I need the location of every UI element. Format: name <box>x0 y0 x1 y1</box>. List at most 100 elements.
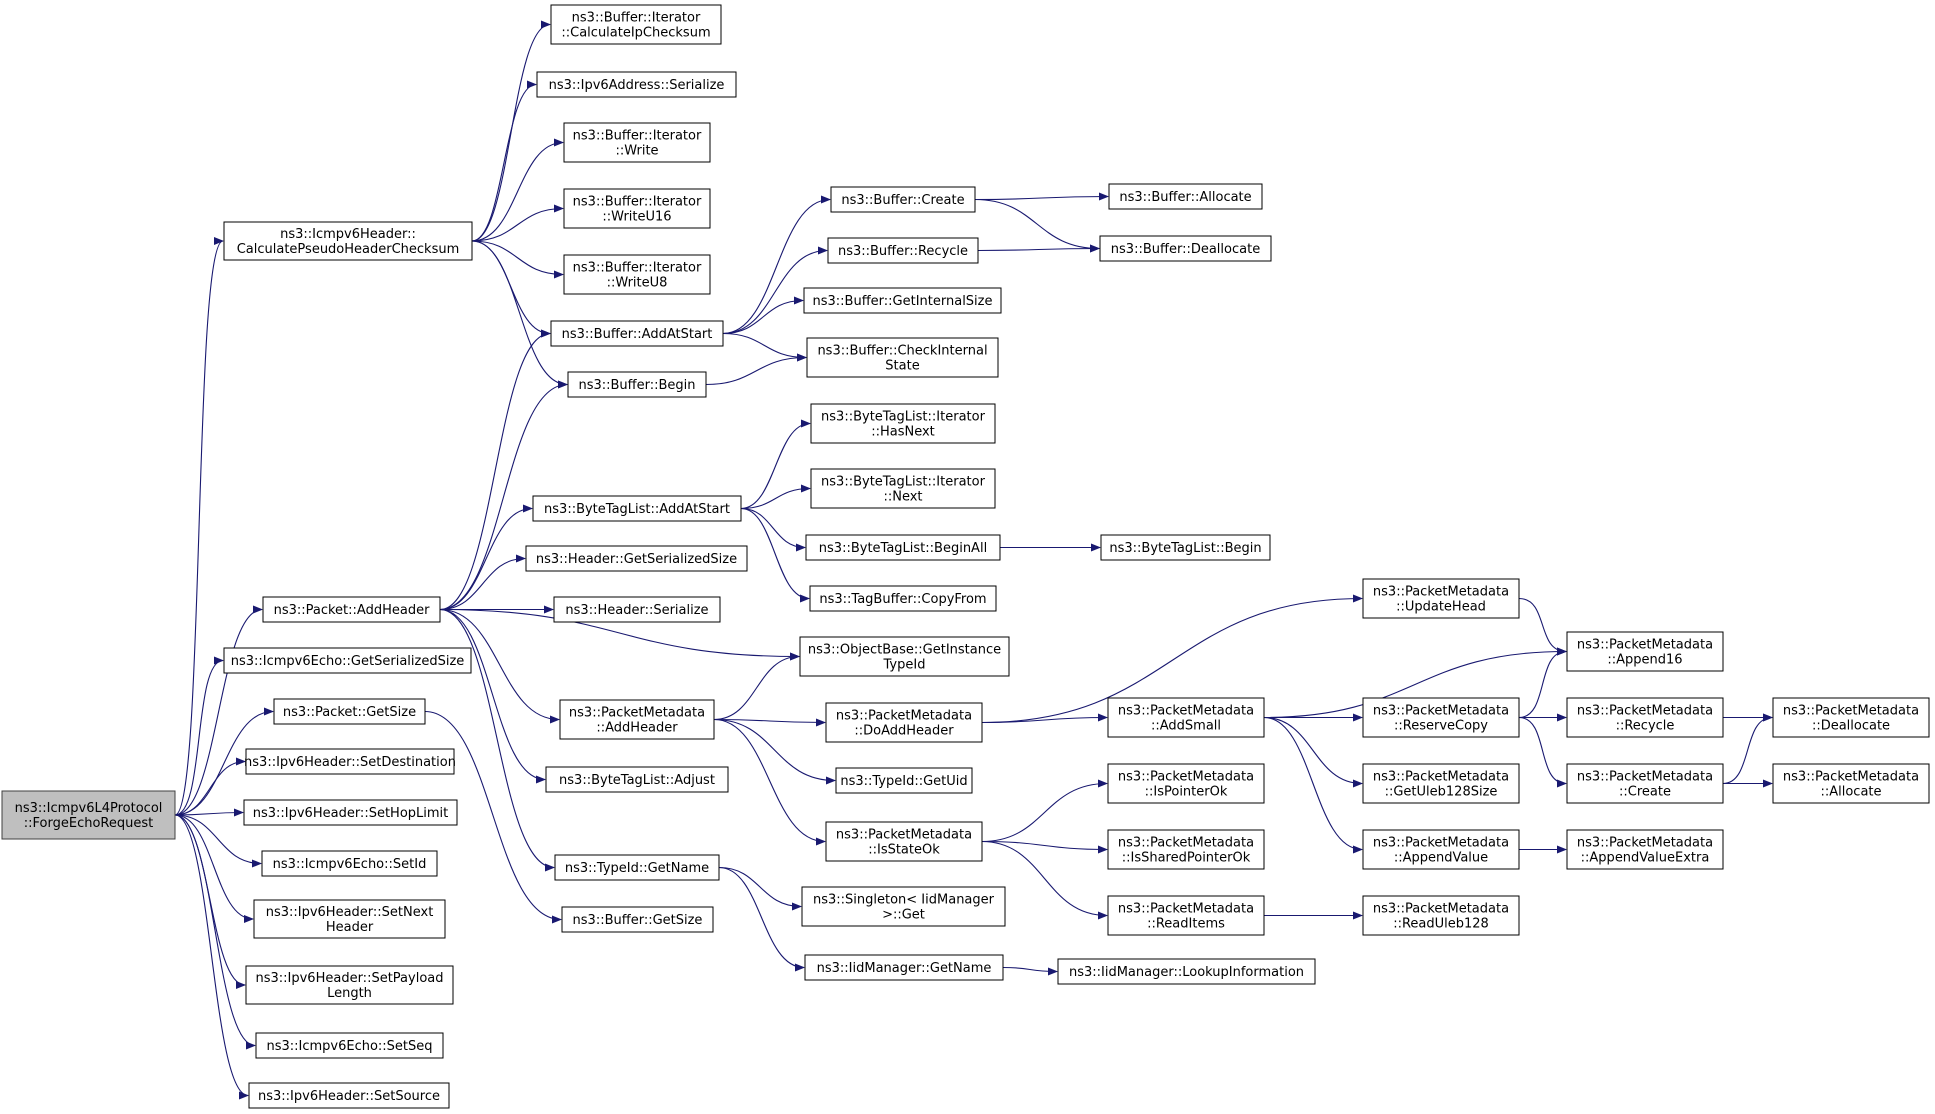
node-box <box>550 320 724 347</box>
edges-layer <box>174 20 1773 1100</box>
node-box <box>559 699 715 740</box>
node-set-source[interactable]: ns3::Ipv6Header::SetSource <box>248 1082 450 1109</box>
node-box <box>1057 958 1316 985</box>
node-it-writeu16[interactable]: ns3::Buffer::Iterator::WriteU16 <box>563 188 711 229</box>
node-set-dest[interactable]: ns3::Ipv6Header::SetDestination <box>244 748 456 775</box>
node-pm-updatehead[interactable]: ns3::PacketMetadata::UpdateHead <box>1362 578 1520 619</box>
node-singleton-get[interactable]: ns3::Singleton< IidManager>::Get <box>801 886 1006 927</box>
node-btl-begin[interactable]: ns3::ByteTagList::Begin <box>1100 534 1271 561</box>
node-typeid-getuid[interactable]: ns3::TypeId::GetUid <box>835 767 973 794</box>
edge-iid_getname-to-iid_lookup <box>1002 966 1058 976</box>
node-box <box>1362 895 1520 936</box>
node-pm-appendvalue[interactable]: ns3::PacketMetadata::AppendValue <box>1362 829 1520 870</box>
node-label: ns3::Icmpv6Echo::SetId <box>273 857 427 872</box>
node-btl-it-next[interactable]: ns3::ByteTagList::Iterator::Next <box>810 468 996 509</box>
node-iid-getname[interactable]: ns3::IidManager::GetName <box>804 954 1004 981</box>
node-pm-recycle[interactable]: ns3::PacketMetadata::Recycle <box>1566 697 1724 738</box>
node-pm-deallocate[interactable]: ns3::PacketMetadata::Deallocate <box>1772 697 1930 738</box>
node-box <box>245 748 455 775</box>
node-label: ns3::PacketMetadata <box>1373 770 1509 785</box>
node-box <box>827 237 979 264</box>
node-box <box>1772 763 1930 804</box>
node-set-hop[interactable]: ns3::Ipv6Header::SetHopLimit <box>243 799 458 826</box>
edge-btl_addatstart-to-btl_it_next <box>740 484 811 510</box>
node-buf-recycle[interactable]: ns3::Buffer::Recycle <box>827 237 979 264</box>
edge-btl_addatstart-to-btl_it_hasnext <box>740 419 811 510</box>
node-label: ns3::ByteTagList::Begin <box>1109 541 1261 556</box>
node-pm-addsmall[interactable]: ns3::PacketMetadata::AddSmall <box>1107 697 1265 738</box>
node-echo-getsersize[interactable]: ns3::Icmpv6Echo::GetSerializedSize <box>223 647 472 674</box>
node-ipv6addr-ser[interactable]: ns3::Ipv6Address::Serialize <box>536 71 737 98</box>
node-buf-getinternal[interactable]: ns3::Buffer::GetInternalSize <box>803 287 1002 314</box>
node-hdr-serialize[interactable]: ns3::Header::Serialize <box>553 596 721 623</box>
node-echo-setid[interactable]: ns3::Icmpv6Echo::SetId <box>261 850 438 877</box>
node-tagbuf-copyfrom[interactable]: ns3::TagBuffer::CopyFrom <box>809 585 997 612</box>
node-forge[interactable]: ns3::Icmpv6L4Protocol::ForgeEchoRequest <box>1 790 176 840</box>
node-box <box>243 799 458 826</box>
node-box <box>810 403 996 444</box>
node-pm-isstateok[interactable]: ns3::PacketMetadata::IsStateOk <box>825 821 983 862</box>
node-buf-addatstart[interactable]: ns3::Buffer::AddAtStart <box>550 320 724 347</box>
node-label: ns3::PacketMetadata <box>1577 836 1713 851</box>
node-buf-create[interactable]: ns3::Buffer::Create <box>830 186 976 213</box>
node-box <box>1099 235 1272 262</box>
node-echo-setseq[interactable]: ns3::Icmpv6Echo::SetSeq <box>255 1032 444 1059</box>
node-buf-allocate[interactable]: ns3::Buffer::Allocate <box>1108 183 1263 210</box>
edge-pkt_addheader-to-hdr_getsersize <box>439 554 526 611</box>
node-label: ::Next <box>883 490 922 505</box>
node-btl-beginall[interactable]: ns3::ByteTagList::BeginAll <box>805 534 1001 561</box>
node-hdr-getsersize[interactable]: ns3::Header::GetSerializedSize <box>525 545 748 572</box>
node-pm-reservecopy[interactable]: ns3::PacketMetadata::ReserveCopy <box>1362 697 1520 738</box>
node-label: ::AddHeader <box>596 721 678 736</box>
node-btl-addatstart[interactable]: ns3::ByteTagList::AddAtStart <box>532 495 742 522</box>
node-pkt-addheader[interactable]: ns3::Packet::AddHeader <box>262 596 441 623</box>
node-btl-adjust[interactable]: ns3::ByteTagList::Adjust <box>545 766 729 793</box>
node-pkt-getsize[interactable]: ns3::Packet::GetSize <box>273 698 426 725</box>
node-typeid-getname[interactable]: ns3::TypeId::GetName <box>554 854 720 881</box>
node-buf-getsize[interactable]: ns3::Buffer::GetSize <box>561 906 714 933</box>
node-label: ns3::Header::GetSerializedSize <box>536 552 737 567</box>
node-it-write[interactable]: ns3::Buffer::Iterator::Write <box>563 122 711 163</box>
node-box <box>1108 183 1263 210</box>
node-label: ns3::PacketMetadata <box>1577 638 1713 653</box>
edge-pkt_addheader-to-pm_addheader <box>439 608 560 724</box>
node-pm-allocate[interactable]: ns3::PacketMetadata::Allocate <box>1772 763 1930 804</box>
node-label: ::AppendValueExtra <box>1581 851 1710 866</box>
node-label: ::Create <box>1619 785 1671 800</box>
node-iid-lookup[interactable]: ns3::IidManager::LookupInformation <box>1057 958 1316 985</box>
edge-calc_pseudo-to-it_writeu16 <box>471 204 564 242</box>
node-label: ns3::Buffer::AddAtStart <box>562 327 713 342</box>
edge-forge-to-calc_pseudo <box>174 237 224 816</box>
node-it-writeu8[interactable]: ns3::Buffer::Iterator::WriteU8 <box>563 254 711 295</box>
node-buf-begin[interactable]: ns3::Buffer::Begin <box>567 371 707 398</box>
node-btl-it-hasnext[interactable]: ns3::ByteTagList::Iterator::HasNext <box>810 403 996 444</box>
node-pm-readitems[interactable]: ns3::PacketMetadata::ReadItems <box>1107 895 1265 936</box>
node-pm-appendvalueextra[interactable]: ns3::PacketMetadata::AppendValueExtra <box>1566 829 1724 870</box>
node-pm-append16[interactable]: ns3::PacketMetadata::Append16 <box>1566 631 1724 672</box>
node-pm-readuleb[interactable]: ns3::PacketMetadata::ReadUleb128 <box>1362 895 1520 936</box>
edge-typeid_getname-to-singleton_get <box>718 866 802 911</box>
node-pm-ispointerok[interactable]: ns3::PacketMetadata::IsPointerOk <box>1107 763 1265 804</box>
node-pm-getuleb[interactable]: ns3::PacketMetadata::GetUleb128Size <box>1362 763 1520 804</box>
node-label: ::AddSmall <box>1151 719 1221 734</box>
node-label: ns3::PacketMetadata <box>1118 770 1254 785</box>
node-box <box>1566 697 1724 738</box>
node-box <box>563 122 711 163</box>
edge-pkt_addheader-to-objbase_getinst <box>439 608 800 661</box>
node-box <box>1362 697 1520 738</box>
edge-calc_pseudo-to-it_write <box>471 138 564 242</box>
node-buf-deallocate[interactable]: ns3::Buffer::Deallocate <box>1099 235 1272 262</box>
node-it-calcip[interactable]: ns3::Buffer::Iterator::CalculateIpChecks… <box>550 4 722 45</box>
edge-pm_isstateok-to-pm_issharedok <box>981 840 1108 854</box>
node-label: ns3::ByteTagList::Adjust <box>559 773 715 788</box>
node-pm-doaddheader[interactable]: ns3::PacketMetadata::DoAddHeader <box>825 702 983 743</box>
node-pm-create[interactable]: ns3::PacketMetadata::Create <box>1566 763 1724 804</box>
node-pm-issharedok[interactable]: ns3::PacketMetadata::IsSharedPointerOk <box>1107 829 1265 870</box>
node-calc-pseudo[interactable]: ns3::Icmpv6Header::CalculatePseudoHeader… <box>223 221 473 261</box>
node-pm-addheader[interactable]: ns3::PacketMetadata::AddHeader <box>559 699 715 740</box>
node-box <box>567 371 707 398</box>
